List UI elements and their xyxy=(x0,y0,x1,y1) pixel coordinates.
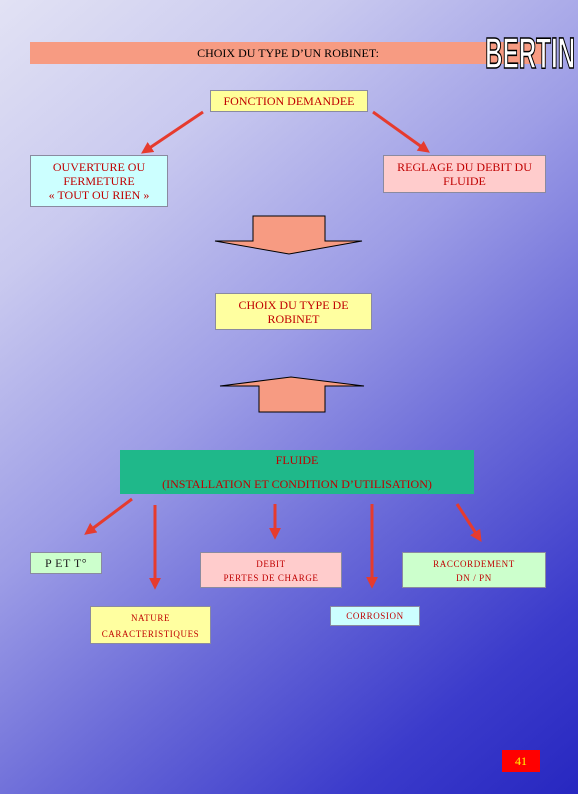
page-number: 41 xyxy=(502,750,540,772)
logo-text: BERTIN F. xyxy=(485,28,578,74)
choix-line-2: ROBINET xyxy=(267,311,320,326)
debit-line-2: PERTES DE CHARGE xyxy=(223,573,319,583)
reglage-debit-box: REGLAGE DU DEBIT DU FLUIDE xyxy=(383,155,546,193)
reglage-line-2: FLUIDE xyxy=(443,174,486,188)
fluide-line-1: FLUIDE xyxy=(275,453,319,467)
fonction-demandee-label: FONCTION DEMANDEE xyxy=(223,94,355,108)
nature-line-1: NATURE xyxy=(130,613,171,623)
arrow-to-pet xyxy=(84,497,133,535)
pet-label: P ET T° xyxy=(44,556,88,570)
reglage-line-1: REGLAGE DU DEBIT DU xyxy=(397,160,532,174)
nature-box: NATURE CARACTERISTIQUES xyxy=(90,606,211,644)
corrosion-box: CORROSION xyxy=(330,606,420,626)
corrosion-label: CORROSION xyxy=(346,611,404,621)
raccordement-box: RACCORDEMENT DN / PN xyxy=(402,552,546,588)
down-block-arrow xyxy=(214,215,363,255)
up-block-arrow xyxy=(219,376,365,413)
ouverture-line-3: « TOUT OU RIEN » xyxy=(48,188,150,202)
nature-line-2: CARACTERISTIQUES xyxy=(101,629,200,639)
ouverture-line-1: OUVERTURE OU xyxy=(52,160,146,174)
page-number-text: 41 xyxy=(515,754,527,768)
choix-line-1: CHOIX DU TYPE DE xyxy=(238,297,349,312)
fluide-line-2: (INSTALLATION ET CONDITION D’UTILISATION… xyxy=(162,477,432,491)
choix-type-robinet-box: CHOIX DU TYPE DE ROBINET xyxy=(215,293,372,330)
fonction-demandee-box: FONCTION DEMANDEE xyxy=(210,90,368,112)
raccordement-line-2: DN / PN xyxy=(456,573,492,583)
arrow-to-raccordement xyxy=(455,503,482,543)
bertin-logo: BERTIN F. xyxy=(485,28,578,74)
arrow-to-reglage xyxy=(372,110,430,153)
debit-line-1: DEBIT xyxy=(256,559,286,569)
fluide-box: FLUIDE (INSTALLATION ET CONDITION D’UTIL… xyxy=(120,450,474,494)
raccordement-line-1: RACCORDEMENT xyxy=(433,559,515,569)
arrow-to-ouverture xyxy=(141,110,204,154)
ouverture-line-2: FERMETURE xyxy=(63,174,135,188)
ouverture-fermeture-box: OUVERTURE OU FERMETURE « TOUT OU RIEN » xyxy=(30,155,168,207)
page-title: CHOIX DU TYPE D’UN ROBINET: xyxy=(30,42,546,64)
page-title-text: CHOIX DU TYPE D’UN ROBINET: xyxy=(197,46,379,60)
pression-temperature-box: P ET T° xyxy=(30,552,102,574)
debit-box: DEBIT PERTES DE CHARGE xyxy=(200,552,342,588)
